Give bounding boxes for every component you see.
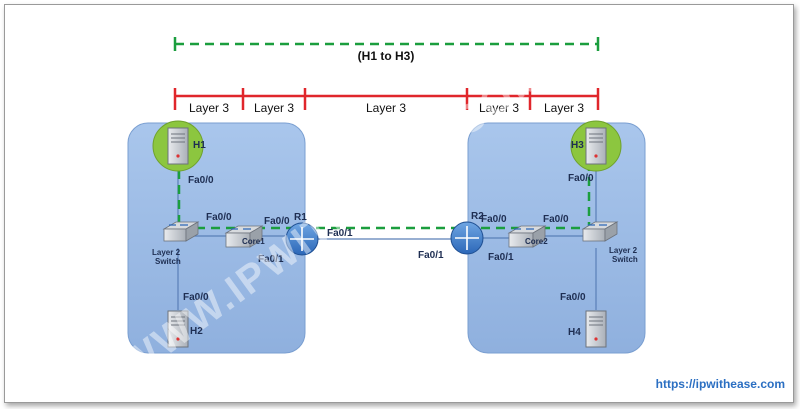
core2-label: Core2	[525, 237, 548, 246]
h4-interface-label: Fa0/0	[560, 292, 586, 303]
router-r1-label: R1	[294, 212, 307, 223]
host-h2-label: H2	[190, 326, 203, 337]
switch-left-label: Layer 2 Switch	[152, 248, 182, 266]
layer-bar	[173, 88, 600, 110]
switch-left-icon[interactable]	[162, 221, 200, 242]
path-label: (H1 to H3)	[358, 49, 415, 63]
h3-interface-label: Fa0/0	[568, 173, 594, 184]
core2-icon[interactable]	[507, 225, 547, 248]
layer-label-1: Layer 3	[189, 101, 229, 115]
r2-interface-label: Fa0/1	[418, 250, 444, 261]
host-h4[interactable]	[585, 310, 607, 348]
traffic-path	[177, 170, 591, 230]
core2-down-interface: Fa0/1	[488, 252, 514, 263]
switch-right-icon[interactable]	[581, 221, 619, 242]
host-h2[interactable]	[167, 310, 189, 348]
router-r2-icon[interactable]	[450, 221, 484, 255]
layer-label-2: Layer 3	[254, 101, 294, 115]
layer-label-3: Layer 3	[366, 101, 406, 115]
r1-interface-label: Fa0/1	[327, 228, 353, 239]
path-span	[173, 37, 600, 51]
core2-right-interface: Fa0/0	[543, 214, 569, 225]
host-h1[interactable]	[152, 120, 204, 172]
host-h1-label: H1	[193, 140, 206, 151]
host-h4-label: H4	[568, 327, 581, 338]
switch-right-label-line1: Layer 2	[609, 246, 638, 255]
switch-left-label-line2: Switch	[155, 257, 181, 266]
footer-url[interactable]: https://ipwithease.com	[656, 377, 785, 391]
core1-icon[interactable]	[224, 225, 264, 248]
core1-down-interface: Fa0/1	[258, 254, 284, 265]
host-h3[interactable]	[570, 120, 622, 172]
router-r2-label: R2	[471, 211, 484, 222]
switch-left-label-line1: Layer 2	[152, 248, 181, 257]
router-r1-icon[interactable]	[285, 222, 319, 256]
host-h3-label: H3	[571, 140, 584, 151]
core1-up-interface: Fa0/0	[264, 216, 290, 227]
h1-interface-label: Fa0/0	[188, 175, 214, 186]
core2-left-interface: Fa0/0	[481, 214, 507, 225]
sw-left-core1-interface: Fa0/0	[206, 212, 232, 223]
switch-right-label: Layer 2 Switch	[609, 246, 639, 264]
core1-label: Core1	[242, 237, 265, 246]
layer-label-4: Layer 3	[479, 101, 519, 115]
h2-interface-label: Fa0/0	[183, 292, 209, 303]
switch-right-label-line2: Switch	[612, 255, 638, 264]
layer-label-5: Layer 3	[544, 101, 584, 115]
